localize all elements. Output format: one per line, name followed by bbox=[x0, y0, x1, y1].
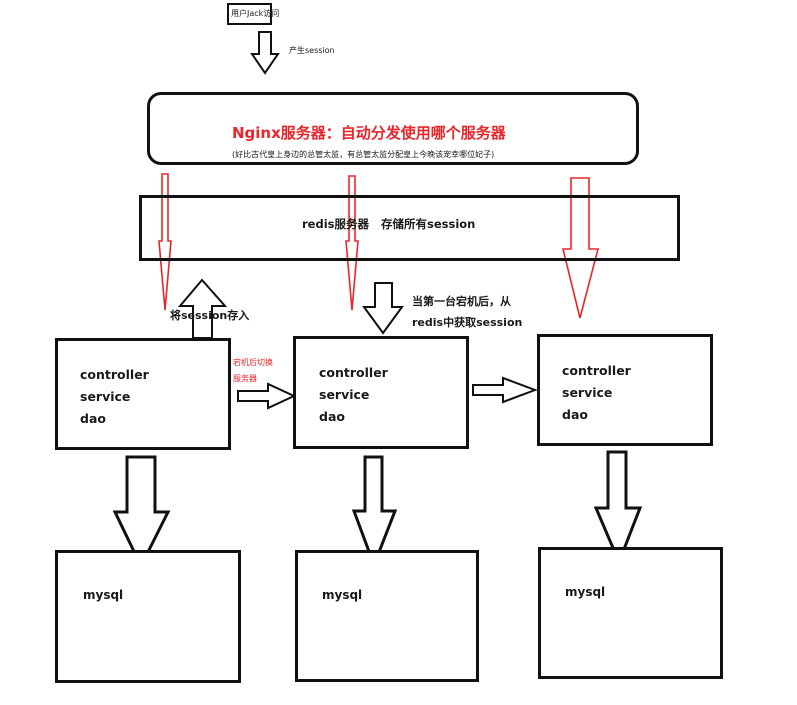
failover-arrow-2 bbox=[472, 376, 538, 404]
nginx-subtitle: (好比古代皇上身边的总管太监，有总管太监分配皇上今晚该宠幸哪位妃子) bbox=[232, 150, 495, 159]
nginx-server-box: Nginx服务器：自动分发使用哪个服务器 (好比古代皇上身边的总管太监，有总管太… bbox=[147, 92, 639, 165]
store-session-label: 将session存入 bbox=[170, 309, 250, 322]
layer-dao: dao bbox=[319, 409, 345, 424]
store-session-up-arrow bbox=[177, 278, 228, 339]
user-to-nginx-arrow bbox=[250, 31, 280, 75]
nginx-to-server3-arrow bbox=[561, 177, 600, 319]
fetch-session-line1: 当第一台宕机后，从 bbox=[412, 295, 511, 308]
fetch-session-down-arrow bbox=[362, 282, 404, 335]
layer-dao: dao bbox=[80, 411, 106, 426]
failover-label: 宕机后切换 服务器 bbox=[233, 355, 273, 387]
layer-service: service bbox=[319, 387, 370, 402]
server2-to-db-arrow bbox=[351, 455, 398, 570]
user-access-box: 用户Jack访问 bbox=[227, 3, 279, 25]
mysql-box-3: mysql bbox=[538, 547, 723, 679]
server-1-layers: controller service dao bbox=[80, 364, 149, 430]
mysql-box-1: mysql bbox=[55, 550, 241, 683]
nginx-title: Nginx服务器：自动分发使用哪个服务器 bbox=[232, 124, 506, 142]
redis-server-box: redis服务器 存储所有session bbox=[139, 195, 680, 261]
server3-to-db-arrow bbox=[593, 450, 643, 566]
server-2-layers: controller service dao bbox=[319, 362, 388, 428]
mysql-label: mysql bbox=[322, 588, 363, 602]
generate-session-label: 产生session bbox=[289, 46, 335, 55]
layer-service: service bbox=[562, 385, 613, 400]
app-server-2: controller service dao bbox=[293, 336, 469, 449]
server-3-layers: controller service dao bbox=[562, 360, 631, 426]
failover-arrow-1 bbox=[237, 382, 297, 410]
failover-line2: 服务器 bbox=[233, 374, 257, 383]
user-access-label: 用户Jack访问 bbox=[231, 9, 280, 18]
app-server-3: controller service dao bbox=[537, 334, 713, 446]
mysql-box-2: mysql bbox=[295, 550, 479, 682]
layer-controller: controller bbox=[319, 365, 388, 380]
redis-label: redis服务器 存储所有session bbox=[302, 217, 476, 231]
fetch-session-line2: redis中获取session bbox=[412, 316, 523, 329]
layer-service: service bbox=[80, 389, 131, 404]
app-server-1: controller service dao bbox=[55, 338, 231, 450]
mysql-label: mysql bbox=[83, 588, 124, 602]
layer-controller: controller bbox=[562, 363, 631, 378]
nginx-to-server1-arrow bbox=[158, 173, 172, 311]
layer-controller: controller bbox=[80, 367, 149, 382]
nginx-to-server2-arrow bbox=[345, 175, 359, 311]
mysql-label: mysql bbox=[565, 585, 606, 599]
fetch-session-label: 当第一台宕机后，从 redis中获取session bbox=[412, 291, 522, 333]
server1-to-db-arrow bbox=[112, 455, 171, 570]
layer-dao: dao bbox=[562, 407, 588, 422]
failover-line1: 宕机后切换 bbox=[233, 358, 273, 367]
